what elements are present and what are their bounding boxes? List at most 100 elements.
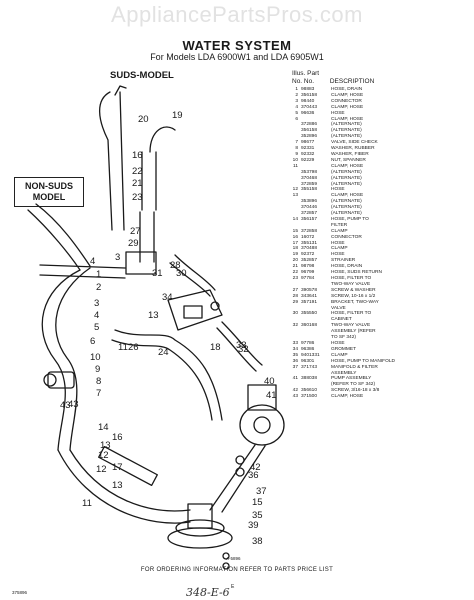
- parts-row: 353798(ALTERNATE): [288, 170, 468, 176]
- callout-number: 21: [132, 178, 143, 189]
- callout-number: 32: [238, 344, 249, 355]
- parts-illus: 33: [292, 340, 298, 346]
- parts-row: 372886 (ALTERNATE): [288, 122, 468, 128]
- parts-desc: (REFER TO SF 342): [331, 382, 376, 388]
- callout-number: 7: [96, 388, 101, 399]
- parts-row: 372859(ALTERNATE): [288, 182, 468, 188]
- parts-illus: 28: [292, 293, 298, 299]
- handwritten-note: 348-E-6: [186, 586, 230, 599]
- callout-number: 42: [250, 462, 261, 473]
- parts-part: 97784: [301, 276, 315, 281]
- parts-row: VALVE: [288, 306, 468, 312]
- callout-number: 38: [252, 536, 263, 547]
- parts-desc: PUMP ASSEMBLY: [331, 376, 372, 382]
- parts-part: 370468: [301, 175, 318, 181]
- parts-illus: 6: [295, 116, 298, 122]
- parts-desc: HOSE: [331, 240, 345, 246]
- callout-number: 36: [248, 470, 259, 481]
- parts-desc: HOSE: [331, 110, 345, 116]
- parts-part: 98440: [301, 98, 315, 104]
- parts-illus: 17: [292, 240, 298, 246]
- parts-part: 92372: [301, 252, 315, 258]
- parts-desc: (ALTERNATE): [331, 181, 362, 187]
- callout-number: 12: [96, 464, 107, 475]
- parts-part: 370446: [301, 205, 318, 211]
- parts-desc: CLAMP, HOSE: [331, 104, 364, 110]
- parts-desc: (ALTERNATE): [331, 205, 362, 211]
- parts-desc: HOSE, SUDS RETURN: [331, 270, 382, 276]
- header-row: No. No. DESCRIPTION: [292, 78, 374, 86]
- ordering-footer: FOR ORDERING INFORMATION REFER TO PARTS …: [140, 567, 334, 573]
- non-suds-hose: [27, 209, 81, 271]
- callout-number: 23: [132, 192, 143, 203]
- callout-number: 11: [82, 498, 92, 509]
- parts-row: ASSEMBLY (REFER: [288, 329, 468, 335]
- parts-desc: HOSE, DRAIN: [331, 264, 363, 270]
- parts-desc: STRAINER: [331, 258, 356, 264]
- manifold-filter: [175, 519, 225, 537]
- page-code: 375896: [12, 590, 28, 595]
- parts-illus: 16: [292, 234, 298, 240]
- hose-24: [114, 329, 223, 421]
- callout-number: 17: [112, 462, 123, 473]
- parts-illus: 3: [295, 98, 298, 104]
- suds-model-label: SUDS-MODEL: [110, 70, 174, 81]
- parts-row: (REFER TO SF 342): [288, 382, 468, 388]
- parts-illus: 42: [292, 388, 298, 394]
- parts-illus: 43: [292, 394, 298, 400]
- parts-part: 98798: [301, 264, 315, 270]
- parts-row: CABINET: [288, 317, 468, 323]
- parts-desc: HOSE, PUMP TO MANIFOLD: [331, 358, 395, 364]
- parts-row: TWO-WAY VALVE: [288, 282, 468, 288]
- parts-illus: 27: [292, 287, 298, 293]
- parts-part: 371500: [301, 394, 318, 400]
- parts-part: 355131: [301, 240, 318, 246]
- parts-part: 360168: [301, 323, 318, 329]
- parts-illus: 32: [292, 323, 298, 329]
- parts-desc: (ALTERNATE): [331, 211, 362, 217]
- page-subtitle: For Models LDA 6900W1 and LDA 6905W1: [150, 52, 324, 62]
- callout-number: 43: [60, 400, 71, 411]
- parts-illus: 41: [292, 376, 298, 382]
- parts-desc: TO SF 342): [331, 335, 356, 341]
- parts-desc: CABINET: [331, 317, 352, 323]
- callout-number: 13: [112, 480, 123, 491]
- parts-desc: NUT, SPANNER: [331, 157, 366, 163]
- non-suds-label-line2: MODEL: [32, 192, 66, 202]
- header-no-no: No. No.: [292, 78, 315, 85]
- page-mark: E: [231, 584, 235, 590]
- parts-desc: HOSE, FILTER TO: [331, 276, 372, 281]
- parts-desc: SCREW, 3/16-18 x 3/8: [331, 388, 380, 394]
- parts-part: 372886: [301, 122, 318, 128]
- parts-desc: CLAMP, HOSE: [331, 193, 364, 199]
- callout-number: 13: [148, 310, 159, 321]
- parts-part: 343641: [301, 293, 318, 299]
- callout-number: 26: [128, 342, 139, 353]
- parts-desc: CONNECTOR: [331, 234, 362, 240]
- parts-desc: CONNECTOR: [331, 98, 362, 104]
- callout-number: 3: [94, 298, 99, 309]
- parts-part: 356610: [301, 388, 318, 394]
- non-suds-label-line1: NON-SUDS: [24, 181, 73, 191]
- parts-part: 97786: [301, 340, 315, 346]
- parts-desc: CLAMP: [331, 228, 348, 234]
- parts-desc: (ALTERNATE): [331, 122, 362, 128]
- callout-number: 8: [96, 376, 101, 387]
- hose-3: [39, 264, 126, 269]
- parts-desc: CLAMP: [331, 352, 348, 358]
- callout-number: 10: [90, 352, 101, 363]
- parts-illus: 12: [292, 187, 298, 193]
- callout-number: 34: [162, 292, 173, 303]
- callout-number: 4: [94, 310, 99, 321]
- callout-number: 14: [98, 422, 109, 433]
